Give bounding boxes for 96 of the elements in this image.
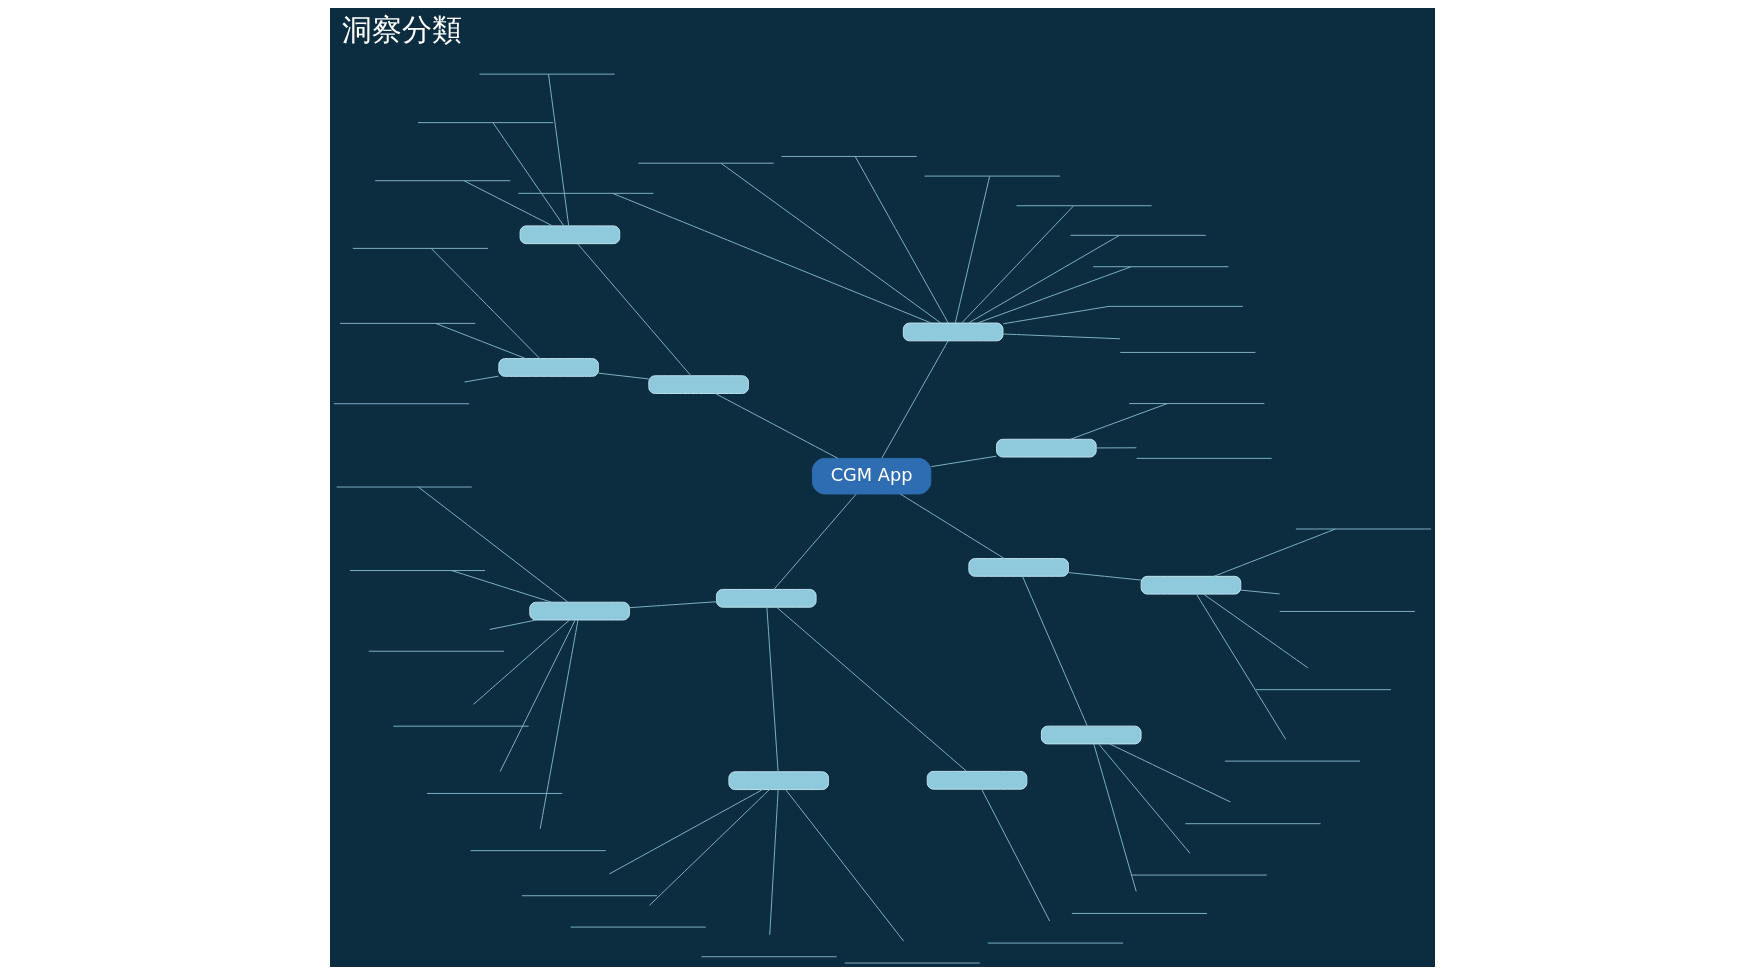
- node-box: [647, 375, 749, 394]
- connector: [775, 606, 967, 772]
- node-box: [926, 770, 1027, 790]
- node-line: [339, 322, 476, 324]
- node-line: [1128, 403, 1265, 405]
- connector: [899, 493, 1005, 560]
- connector: [1212, 528, 1336, 577]
- node-line: [1069, 234, 1206, 236]
- node-box: [902, 322, 1003, 342]
- node-line: [517, 192, 654, 194]
- node-box: [1140, 575, 1241, 595]
- connector: [488, 619, 536, 630]
- node-line: [332, 403, 470, 405]
- node-box: [519, 225, 620, 245]
- connector: [720, 162, 941, 324]
- connector: [967, 234, 1120, 324]
- connector: [611, 192, 932, 324]
- connector: [768, 789, 779, 936]
- connector: [1195, 594, 1286, 740]
- node-box: [715, 588, 817, 608]
- node-line: [923, 175, 1060, 177]
- node-line: [1015, 205, 1152, 207]
- connector: [954, 175, 990, 324]
- node-line: [637, 162, 774, 164]
- connector: [784, 789, 904, 942]
- diagram-title: 洞察分類: [341, 12, 462, 47]
- node-box: CGM App: [811, 457, 931, 495]
- connector: [1069, 403, 1168, 440]
- node-box: [528, 601, 630, 621]
- connector: [597, 372, 649, 380]
- connector: [648, 789, 770, 906]
- node-line: [348, 570, 486, 572]
- connector: [1067, 572, 1141, 581]
- node-line: [1130, 874, 1267, 876]
- node-line: [392, 725, 529, 727]
- node-line: [1254, 689, 1392, 691]
- connector: [773, 493, 857, 590]
- connector: [1095, 447, 1137, 449]
- node-line: [416, 122, 554, 124]
- node-line: [700, 956, 837, 958]
- node-line: [1070, 912, 1208, 914]
- connector: [1239, 589, 1280, 595]
- connector: [714, 393, 838, 459]
- node-line: [469, 850, 606, 852]
- connector: [1021, 575, 1088, 727]
- node-line: [1223, 760, 1361, 762]
- node-box: [995, 438, 1097, 458]
- connector: [1002, 333, 1121, 340]
- connector: [1002, 305, 1109, 325]
- node-line: [1184, 823, 1321, 825]
- node-line: [1106, 305, 1243, 307]
- node-line: [1119, 351, 1256, 353]
- connector: [960, 205, 1074, 324]
- connector: [1098, 743, 1190, 854]
- connector: [450, 570, 552, 603]
- connector: [434, 322, 526, 359]
- node-line: [1092, 266, 1229, 268]
- connector: [417, 486, 568, 603]
- connector: [854, 156, 949, 324]
- node-line: [426, 792, 563, 794]
- node-line: [569, 926, 706, 928]
- connector: [930, 455, 997, 468]
- node-line: [986, 942, 1124, 944]
- node-line: [367, 650, 504, 652]
- connector: [765, 606, 779, 773]
- connector: [463, 180, 553, 227]
- node-box: [497, 358, 599, 377]
- connector: [430, 248, 540, 360]
- node-line: [374, 180, 511, 182]
- node-line: [335, 486, 472, 488]
- node-box: [727, 771, 829, 791]
- connector: [976, 266, 1131, 324]
- connector: [547, 73, 569, 227]
- node-line: [780, 155, 917, 157]
- connector: [628, 601, 717, 609]
- node-line: [843, 962, 980, 964]
- connector: [608, 789, 763, 875]
- connector: [980, 788, 1050, 922]
- node-line: [520, 895, 658, 897]
- connector: [880, 340, 949, 459]
- node-line: [1278, 610, 1415, 612]
- connector: [539, 619, 578, 830]
- connector: [472, 619, 570, 705]
- node-line: [1135, 457, 1272, 459]
- connector: [492, 122, 564, 226]
- node-box: [967, 558, 1069, 577]
- connector: [576, 243, 691, 377]
- connector: [463, 375, 499, 383]
- connector: [1202, 593, 1308, 669]
- node-line: [478, 73, 615, 75]
- node-line: [1294, 528, 1432, 530]
- node-line: [351, 247, 489, 249]
- connector: [1108, 743, 1231, 803]
- connector: [1092, 743, 1137, 892]
- connector: [499, 619, 576, 773]
- node-box: [1040, 725, 1142, 745]
